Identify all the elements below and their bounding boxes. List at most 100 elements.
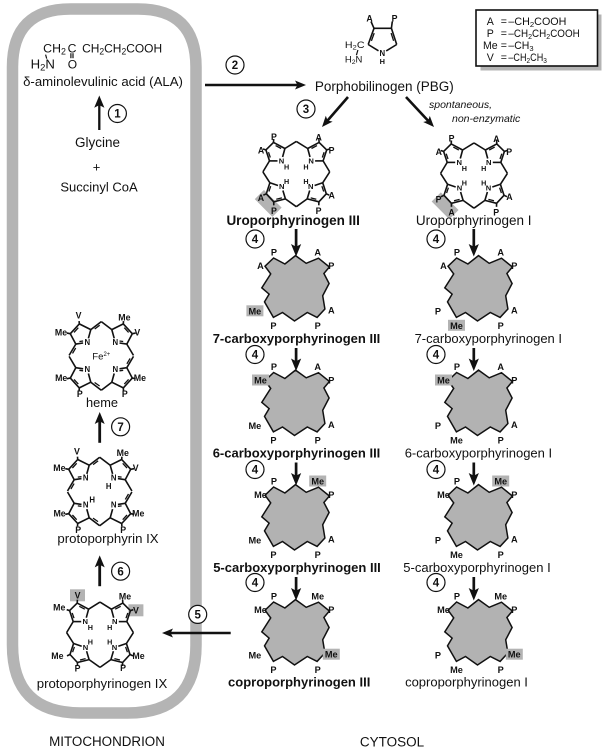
- svg-text:H: H: [88, 623, 93, 632]
- svg-text:δ-aminolevulinic acid (ALA): δ-aminolevulinic acid (ALA): [23, 74, 183, 89]
- svg-text:Me: Me: [254, 605, 267, 615]
- svg-text:P: P: [315, 321, 321, 331]
- svg-text:A: A: [487, 16, 495, 28]
- svg-text:Me: Me: [249, 650, 262, 660]
- svg-text:N: N: [112, 365, 118, 374]
- svg-text:N: N: [308, 182, 313, 191]
- svg-text:P: P: [77, 389, 83, 399]
- svg-text:P: P: [498, 321, 504, 331]
- svg-text:P: P: [271, 132, 277, 142]
- svg-text:5-carboxyporphyrinogen I: 5-carboxyporphyrinogen I: [403, 560, 550, 575]
- svg-text:7-carboxyporphyrinogen III: 7-carboxyporphyrinogen III: [213, 331, 381, 346]
- svg-text:Me: Me: [249, 421, 262, 431]
- svg-text:P: P: [454, 592, 460, 602]
- svg-text:7: 7: [117, 422, 123, 434]
- svg-text:P: P: [270, 550, 276, 560]
- svg-text:Me: Me: [311, 477, 324, 487]
- svg-text:H: H: [380, 57, 385, 66]
- svg-text:Me: Me: [450, 321, 463, 331]
- svg-text:P: P: [435, 535, 441, 545]
- svg-text:Me: Me: [450, 665, 463, 675]
- svg-text:4: 4: [252, 234, 259, 246]
- svg-text:P: P: [328, 261, 334, 271]
- svg-text:N: N: [486, 184, 491, 193]
- svg-text:O: O: [68, 58, 77, 72]
- svg-text:Glycine: Glycine: [75, 135, 120, 150]
- svg-text:V: V: [74, 446, 80, 456]
- svg-text:Me: Me: [53, 463, 65, 473]
- svg-text:4: 4: [433, 578, 440, 590]
- svg-text:Succinyl CoA: Succinyl CoA: [60, 180, 138, 195]
- svg-text:P: P: [315, 550, 321, 560]
- svg-text:P: P: [498, 435, 504, 445]
- svg-text:A: A: [440, 261, 447, 271]
- svg-text:A: A: [511, 306, 518, 316]
- svg-text:coproporphyrinogen I: coproporphyrinogen I: [405, 675, 528, 690]
- svg-text:P: P: [270, 435, 276, 445]
- svg-text:A: A: [493, 134, 500, 144]
- svg-text:V: V: [134, 327, 140, 337]
- svg-text:N: N: [111, 474, 117, 483]
- svg-text:Me: Me: [508, 650, 521, 660]
- svg-text:Me: Me: [117, 448, 129, 458]
- svg-text:N: N: [83, 474, 89, 483]
- svg-text:N: N: [83, 501, 89, 510]
- svg-text:A: A: [366, 14, 373, 24]
- svg-text:P: P: [271, 592, 277, 602]
- svg-text:P: P: [271, 477, 277, 487]
- svg-text:4: 4: [433, 350, 440, 362]
- svg-text:P: P: [506, 147, 512, 157]
- svg-text:Me: Me: [437, 490, 450, 500]
- svg-text:H: H: [303, 162, 308, 171]
- svg-text:Me: Me: [55, 327, 67, 337]
- svg-text:H: H: [284, 177, 289, 186]
- svg-text:4: 4: [433, 234, 440, 246]
- svg-text:6-carboxyporphyrinogen I: 6-carboxyporphyrinogen I: [405, 446, 552, 461]
- svg-text:Me: Me: [249, 306, 262, 316]
- svg-text:4: 4: [433, 465, 440, 477]
- svg-text:Me: Me: [118, 312, 130, 322]
- svg-text:Uroporphyrinogen III: Uroporphyrinogen III: [226, 213, 360, 228]
- svg-text:heme: heme: [86, 395, 118, 410]
- svg-text:A: A: [497, 248, 504, 258]
- svg-text:–CH2​CH2​COOH: –CH2​CH2​COOH: [508, 28, 579, 41]
- svg-text:Me: Me: [494, 477, 507, 487]
- svg-text:H: H: [89, 495, 95, 504]
- svg-text:protoporphyrin IX: protoporphyrin IX: [57, 531, 158, 546]
- svg-text:Me: Me: [450, 550, 463, 560]
- svg-text:Me: Me: [53, 509, 65, 519]
- svg-text:Me: Me: [437, 605, 450, 615]
- svg-text:Porphobilinogen (PBG): Porphobilinogen (PBG): [315, 79, 454, 94]
- svg-text:P: P: [436, 195, 442, 205]
- svg-text:P: P: [454, 477, 460, 487]
- svg-text:A: A: [436, 147, 443, 157]
- svg-text:H: H: [88, 638, 93, 647]
- svg-text:H: H: [481, 178, 486, 187]
- svg-text:=: =: [501, 52, 507, 64]
- svg-text:A: A: [258, 146, 265, 156]
- svg-text:P: P: [271, 248, 277, 258]
- svg-text:P: P: [122, 389, 128, 399]
- svg-text:Me: Me: [437, 376, 450, 386]
- svg-text:A: A: [511, 420, 518, 430]
- svg-text:P: P: [454, 248, 460, 258]
- svg-text:Me: Me: [249, 535, 262, 545]
- svg-text:Me: Me: [134, 373, 146, 383]
- svg-text:spontaneous,: spontaneous,: [429, 99, 492, 111]
- svg-text:P: P: [75, 664, 81, 674]
- svg-text:H: H: [462, 178, 467, 187]
- svg-text:4: 4: [252, 465, 259, 477]
- svg-text:7-carboxyporphyrinogen I: 7-carboxyporphyrinogen I: [415, 331, 562, 346]
- svg-text:non-enzymatic: non-enzymatic: [452, 113, 521, 125]
- svg-text:P: P: [392, 13, 398, 23]
- svg-text:Me: Me: [53, 603, 65, 613]
- svg-text:H: H: [303, 177, 308, 186]
- svg-text:A: A: [511, 535, 518, 545]
- svg-text:H: H: [462, 164, 467, 173]
- svg-text:A: A: [328, 306, 335, 316]
- svg-text:P: P: [435, 306, 441, 316]
- svg-text:P: P: [449, 134, 455, 144]
- svg-text:Me: Me: [51, 651, 63, 661]
- svg-text:–CH2​COOH: –CH2​COOH: [508, 16, 566, 29]
- svg-text:Me: Me: [254, 376, 267, 386]
